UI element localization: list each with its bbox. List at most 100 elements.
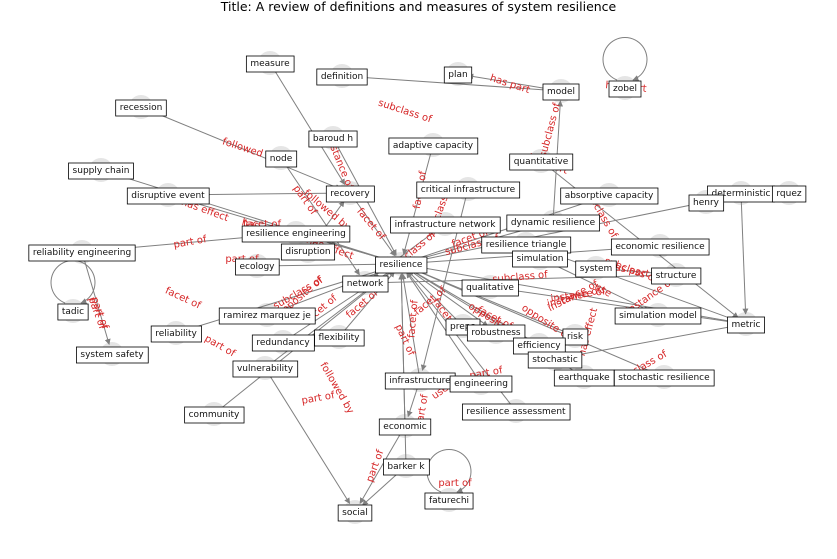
node-infranet[interactable]: infrastructure network <box>390 216 501 234</box>
node-adaptive[interactable]: adaptive capacity <box>388 137 479 155</box>
node-measure[interactable]: measure <box>245 55 295 73</box>
node-tadic[interactable]: tadic <box>57 303 89 321</box>
node-recession[interactable]: recession <box>115 99 167 117</box>
node-model[interactable]: model <box>542 83 580 101</box>
node-engineering[interactable]: engineering <box>449 375 513 393</box>
edge-engineering-resilience <box>406 271 482 384</box>
node-earthquake[interactable]: earthquake <box>553 369 615 387</box>
node-label: dynamic resilience <box>511 218 596 228</box>
node-label: prepa <box>450 322 476 332</box>
node-ramirez[interactable]: ramirez marquez je <box>218 307 316 325</box>
node-box <box>562 328 589 346</box>
node-simulation[interactable]: simulation <box>512 250 568 268</box>
node-resassess[interactable]: resilience assessment <box>462 403 571 421</box>
edge-deterministic-metric <box>740 192 749 315</box>
node-label: structure <box>656 271 697 281</box>
edge-label: part of <box>438 478 472 489</box>
node-box <box>542 83 580 101</box>
edge-ramirez-resilience <box>266 266 393 316</box>
node-stochres[interactable]: stochastic resilience <box>613 369 715 387</box>
node-structure[interactable]: structure <box>651 267 702 285</box>
node-label: node <box>270 154 293 164</box>
node-disruptiveevent[interactable]: disruptive event <box>126 187 210 205</box>
node-box <box>265 150 298 168</box>
node-rquez[interactable]: rquez <box>771 185 807 203</box>
edge-economic-social <box>359 425 406 504</box>
edge-prepa-resilience <box>407 270 464 327</box>
node-box <box>461 279 519 297</box>
node-label: robustness <box>471 328 521 338</box>
node-deterministic[interactable]: deterministic <box>707 185 775 203</box>
node-economic[interactable]: economic <box>378 418 432 436</box>
node-box <box>614 307 702 325</box>
node-box <box>527 351 583 369</box>
edge-label: part of <box>173 234 208 251</box>
node-qualitative[interactable]: qualitative <box>461 279 519 297</box>
edge-adaptive-resilience <box>402 144 434 255</box>
node-releng[interactable]: reliability engineering <box>28 244 136 262</box>
node-barouth[interactable]: baroud h <box>308 130 358 148</box>
node-quantitative[interactable]: quantitative <box>509 153 574 171</box>
node-label: tadic <box>62 307 84 317</box>
node-critinfra[interactable]: critical infrastructure <box>416 181 521 199</box>
node-zobel[interactable]: zobel <box>608 80 642 98</box>
node-node[interactable]: node <box>265 150 298 168</box>
node-resilience[interactable]: resilience <box>375 256 428 274</box>
node-supplychain[interactable]: supply chain <box>68 162 134 180</box>
node-metric[interactable]: metric <box>727 316 765 334</box>
node-label: adaptive capacity <box>393 141 474 151</box>
node-box <box>68 162 134 180</box>
node-henry[interactable]: henry <box>688 194 725 212</box>
node-disruption[interactable]: disruption <box>280 243 336 261</box>
node-label: flexibility <box>319 333 361 343</box>
node-definition[interactable]: definition <box>316 68 368 86</box>
node-label: risk <box>567 332 584 342</box>
node-barkerk[interactable]: barker k <box>383 458 430 476</box>
node-network[interactable]: network <box>342 275 389 293</box>
node-label: earthquake <box>558 373 610 383</box>
node-ecology[interactable]: ecology <box>235 258 280 276</box>
node-recovery[interactable]: recovery <box>325 185 375 203</box>
node-box <box>378 418 432 436</box>
node-community[interactable]: community <box>184 406 245 424</box>
node-econres[interactable]: economic resilience <box>610 238 710 256</box>
node-label: resilience assessment <box>466 407 566 417</box>
node-dynres[interactable]: dynamic resilience <box>506 214 601 232</box>
node-label: faturechi <box>429 496 469 506</box>
node-box <box>651 267 702 285</box>
node-label: stochastic resilience <box>618 373 710 383</box>
node-box <box>342 275 389 293</box>
node-infrastructure[interactable]: infrastructure <box>384 372 456 390</box>
edge-label: facet of <box>354 206 387 243</box>
node-label: model <box>547 87 575 97</box>
node-risk[interactable]: risk <box>562 328 589 346</box>
node-faturechi[interactable]: faturechi <box>424 492 474 510</box>
node-reseng[interactable]: resilience engineering <box>241 225 351 243</box>
node-label: simulation model <box>619 311 697 321</box>
node-box <box>308 130 358 148</box>
node-simmodel[interactable]: simulation model <box>614 307 702 325</box>
edge-label: facet of <box>163 285 203 311</box>
node-system[interactable]: system <box>575 260 617 278</box>
node-box <box>608 80 642 98</box>
node-social[interactable]: social <box>337 504 373 522</box>
node-reliability[interactable]: reliability <box>150 325 202 343</box>
node-box <box>575 260 617 278</box>
node-label: disruptive event <box>131 191 205 201</box>
node-robustness[interactable]: robustness <box>466 324 526 342</box>
edge-label: facet of <box>406 299 420 338</box>
node-plan[interactable]: plan <box>443 66 473 84</box>
node-flexibility[interactable]: flexibility <box>314 329 365 347</box>
node-box <box>337 504 373 522</box>
node-box <box>383 458 430 476</box>
node-absorptive[interactable]: absorptive capacity <box>560 187 659 205</box>
node-label: plan <box>448 70 467 80</box>
graph-title: Title: A review of definitions and measu… <box>220 0 617 14</box>
node-label: quantitative <box>514 157 569 167</box>
node-vulnerability[interactable]: vulnerability <box>232 360 299 378</box>
node-systemsafety[interactable]: system safety <box>76 346 149 364</box>
node-box <box>325 185 375 203</box>
node-redundancy[interactable]: redundancy <box>251 334 315 352</box>
node-stochastic[interactable]: stochastic <box>527 351 583 369</box>
node-box <box>218 307 316 325</box>
